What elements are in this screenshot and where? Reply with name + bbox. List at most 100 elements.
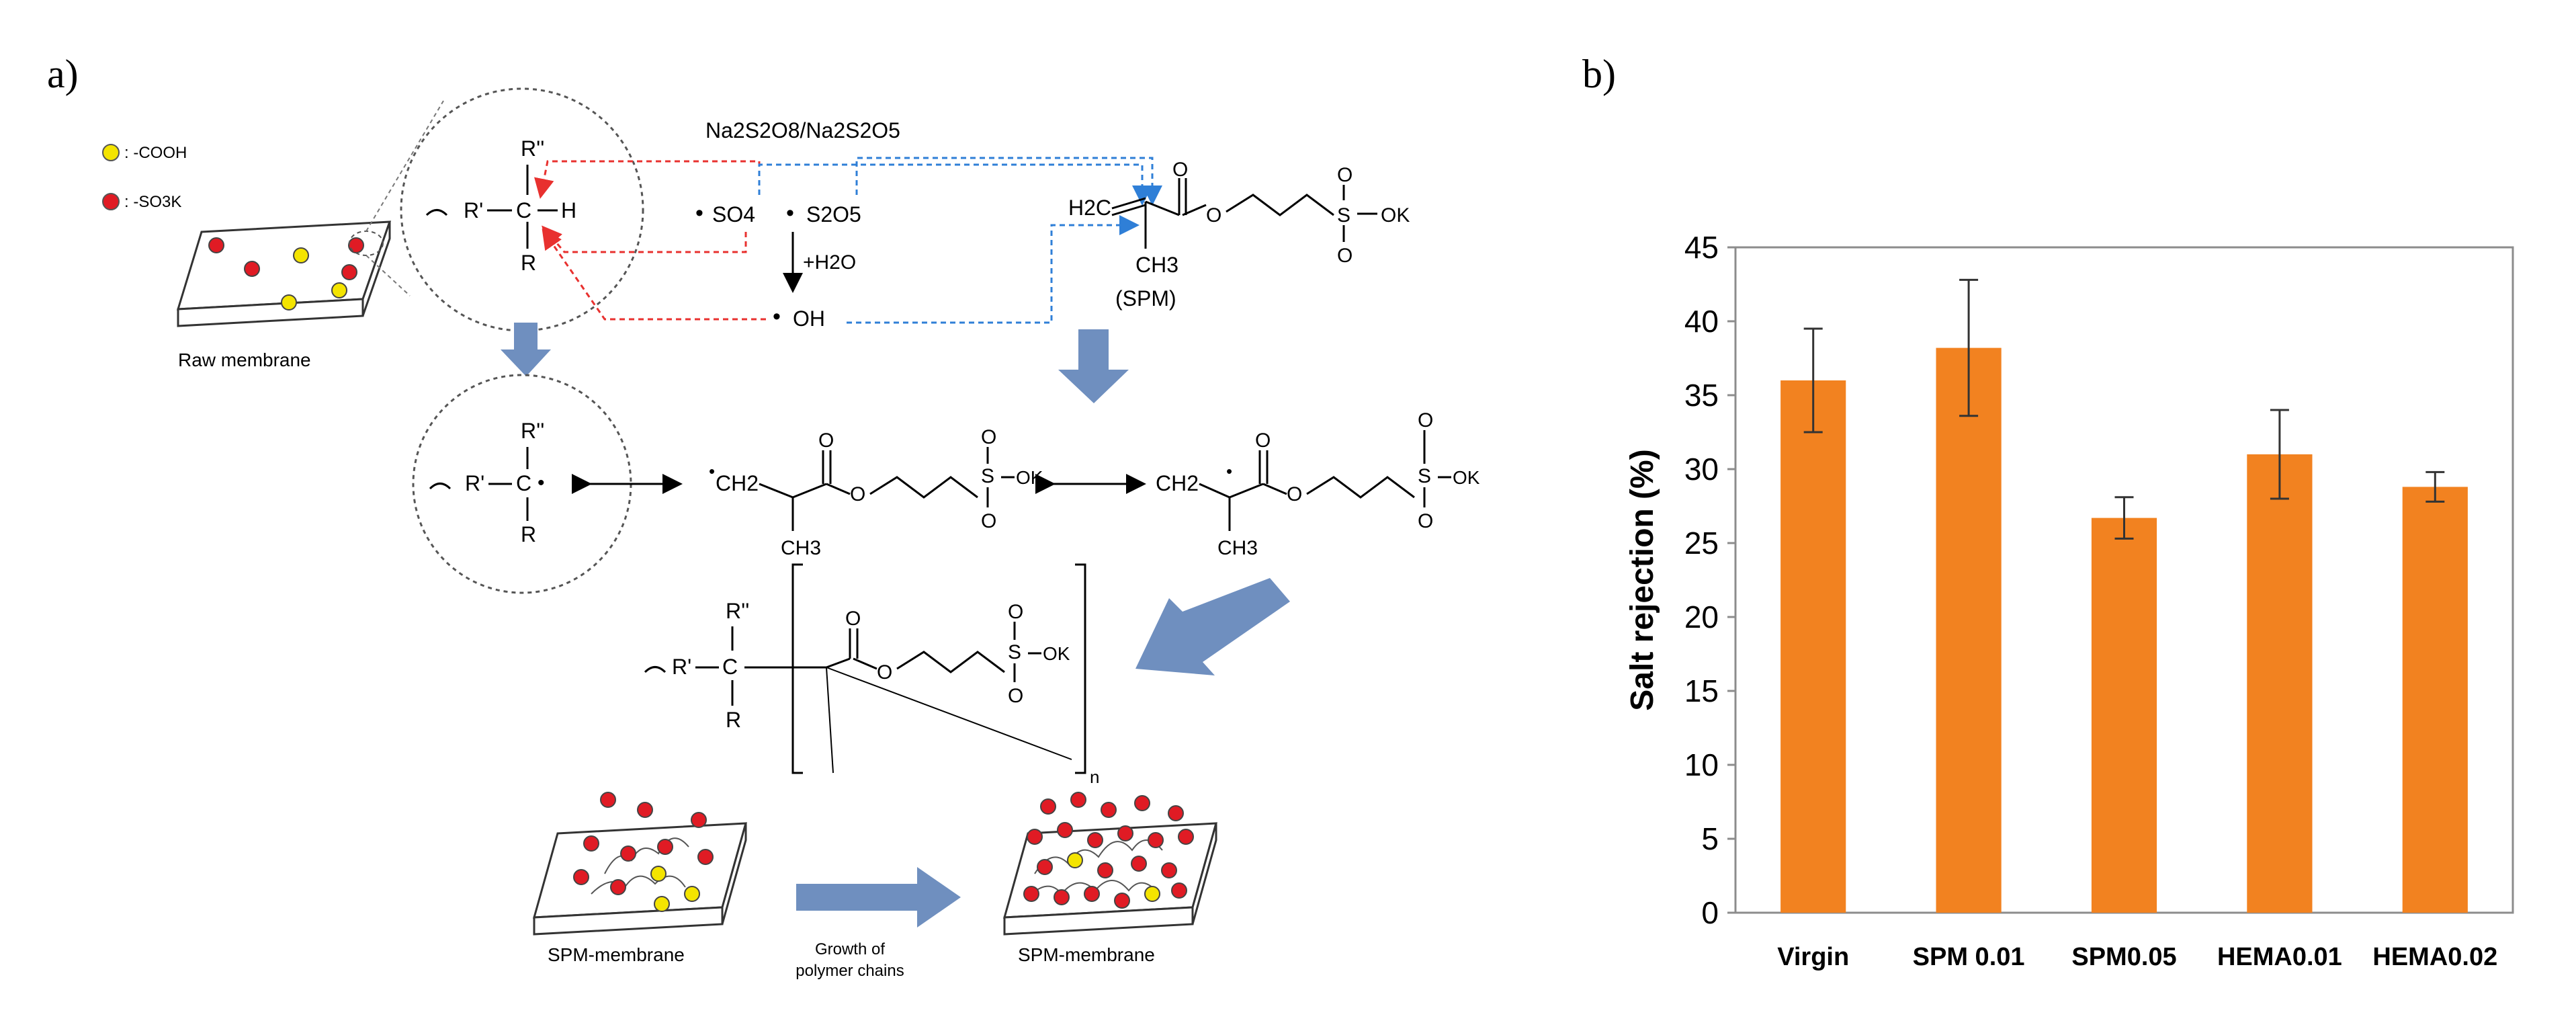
y-tick-label: 30: [1684, 452, 1719, 487]
svg-text:O: O: [1418, 409, 1433, 431]
svg-text:O: O: [818, 429, 834, 452]
zoom-line: [366, 100, 444, 232]
svg-text:R': R': [465, 471, 484, 495]
svg-text:n: n: [1090, 767, 1099, 787]
x-tick-label: HEMA0.02: [2372, 943, 2497, 971]
y-tick-label: 20: [1684, 600, 1719, 634]
bar: [2402, 487, 2468, 913]
hydroxyl-radical: OH: [793, 306, 825, 331]
y-tick-label: 25: [1684, 526, 1719, 561]
svg-text:CH3: CH3: [781, 537, 821, 559]
svg-text:OK: OK: [1381, 204, 1410, 226]
spm-monomer-structure: H2C O O S O O OK CH3: [1068, 159, 1410, 277]
svg-text:R: R: [521, 251, 536, 275]
carbon-radical-structure: R'' R' C • R: [429, 419, 545, 546]
y-axis-label: Salt rejection (%): [1625, 449, 1660, 710]
svg-text:R': R': [672, 655, 691, 679]
svg-text:O: O: [1337, 164, 1353, 186]
svg-text:O: O: [981, 510, 996, 532]
svg-text:O: O: [850, 483, 865, 505]
raw-membrane-label: Raw membrane: [178, 349, 311, 370]
spm-label: (SPM): [1115, 286, 1176, 311]
carbon-center-structure: R'' R' C H R: [425, 136, 576, 275]
svg-text:R'': R'': [521, 419, 544, 443]
svg-text:C: C: [516, 471, 531, 495]
y-tick-label: 45: [1684, 230, 1719, 265]
y-tick-label: 10: [1684, 747, 1719, 782]
x-tick-label: SPM0.05: [2071, 943, 2176, 971]
svg-text:H2C: H2C: [1068, 196, 1111, 220]
reaction-arrow-down: [501, 323, 551, 376]
grafting-arrow: [1135, 578, 1290, 675]
red-abstraction-arrows: [533, 160, 766, 321]
spm-membrane-label: SPM-membrane: [1018, 944, 1155, 965]
svg-text:CH3: CH3: [1217, 537, 1258, 559]
x-tick-label: HEMA0.01: [2217, 943, 2342, 971]
cooh-legend-label: : -COOH: [124, 144, 187, 162]
growth-arrow: [796, 867, 961, 927]
svg-text:R'': R'': [521, 136, 544, 161]
spm-radical-structure-1: • CH2 CH3 O O S O O OK: [709, 426, 1043, 559]
svg-text:OK: OK: [1453, 467, 1480, 488]
panel-a-label: a): [47, 52, 79, 96]
spm-radical-structure-2: CH2 • CH3 O O S O O OK: [1156, 409, 1480, 559]
water-label: +H2O: [803, 251, 856, 274]
x-tick-label: Virgin: [1777, 943, 1849, 971]
bar: [1780, 380, 1846, 913]
svg-text:O: O: [1418, 510, 1433, 532]
growth-label-line2: polymer chains: [796, 962, 904, 980]
zoom-line: [366, 255, 411, 296]
blue-addition-arrows: [758, 157, 1162, 324]
radical-dot: •: [773, 304, 781, 329]
growth-label-line1: Growth of: [815, 940, 885, 958]
svg-text:C: C: [516, 198, 531, 222]
cooh-legend-dot: [102, 144, 120, 161]
svg-text:O: O: [877, 661, 892, 684]
svg-text:S: S: [1418, 465, 1431, 487]
svg-text:O: O: [1337, 245, 1353, 267]
dashed-zoom-circle: [400, 87, 644, 332]
spm-membrane-label: SPM-membrane: [548, 944, 685, 965]
svg-text:R: R: [521, 522, 536, 546]
radical-dot: •: [695, 200, 703, 226]
sulfate-radical: SO4: [712, 202, 755, 226]
svg-text:CH2: CH2: [716, 471, 759, 495]
spm-membrane-illustration-1: [532, 792, 748, 936]
bar: [1936, 347, 2002, 913]
svg-text:S: S: [981, 465, 994, 487]
svg-text:O: O: [981, 426, 996, 448]
bar: [2247, 454, 2313, 913]
y-tick-label: 15: [1684, 673, 1719, 708]
y-tick-label: 5: [1701, 821, 1719, 856]
y-tick-label: 35: [1684, 378, 1719, 413]
x-tick-label: SPM 0.01: [1913, 943, 2025, 971]
reaction-scheme-svg: a) : -COOH : -SO3K Raw membrane R'' R' C…: [47, 52, 1480, 980]
svg-text:O: O: [1008, 685, 1023, 707]
bars: [1780, 278, 2468, 913]
svg-text:O: O: [1008, 601, 1023, 623]
raw-membrane-illustration: [176, 220, 392, 327]
svg-text:R: R: [726, 708, 741, 732]
svg-text:CH3: CH3: [1135, 253, 1178, 277]
svg-text:S: S: [1008, 641, 1021, 663]
svg-text:S: S: [1337, 204, 1350, 226]
initiator-label: Na2S2O8/Na2S2O5: [705, 118, 900, 142]
grafted-polymer-structure: R'' R' C R n O O S O O OK: [644, 563, 1099, 787]
svg-text:C: C: [722, 655, 738, 679]
reaction-scheme-panel: a) : -COOH : -SO3K Raw membrane R'' R' C…: [47, 52, 1480, 980]
spm-membrane-illustration-2: [1002, 792, 1218, 936]
so3k-legend-label: : -SO3K: [124, 193, 181, 211]
svg-text:CH2: CH2: [1156, 471, 1199, 495]
x-axis: Virgin SPM 0.01 SPM0.05 HEMA0.01 HEMA0.02: [1777, 943, 2497, 971]
reaction-arrow-down: [1058, 329, 1129, 403]
svg-text:•: •: [1226, 461, 1232, 481]
panel-b-label: b): [1582, 52, 1616, 96]
bar: [2091, 518, 2157, 913]
svg-text:O: O: [1206, 204, 1221, 226]
svg-text:OK: OK: [1016, 467, 1043, 488]
y-tick-label: 0: [1701, 895, 1719, 930]
svg-text:R'': R'': [726, 599, 749, 623]
